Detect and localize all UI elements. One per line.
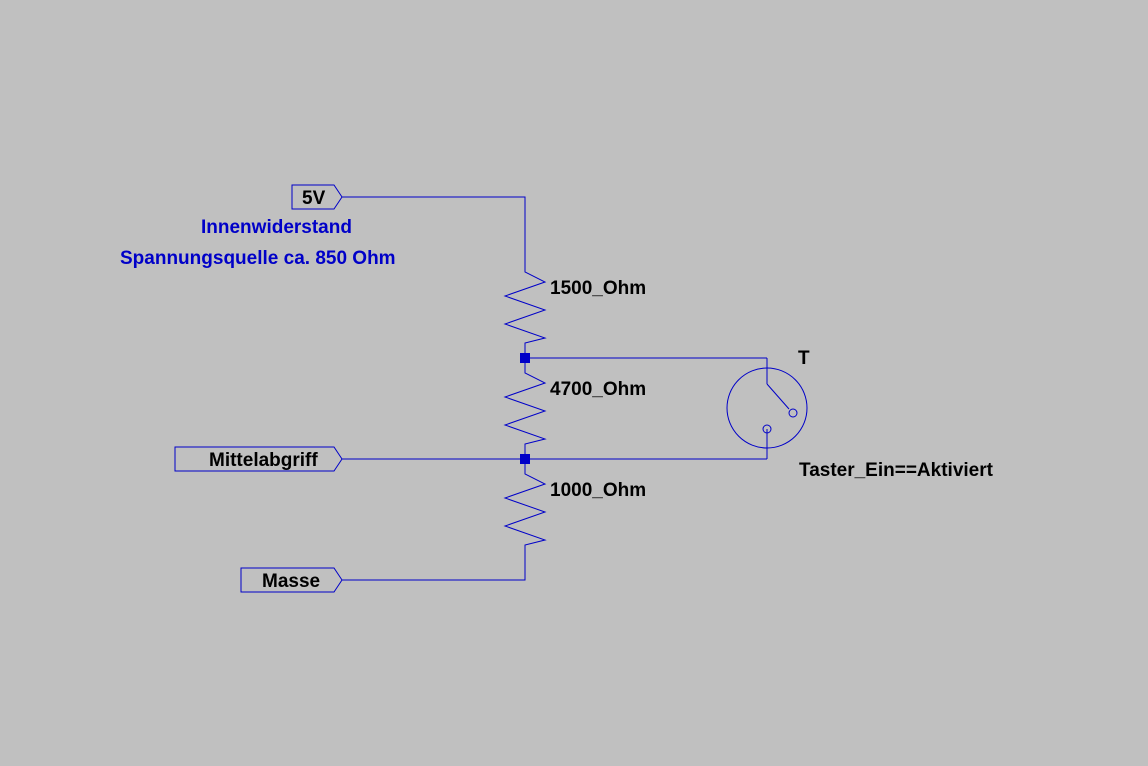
switch-contact-top bbox=[788, 408, 798, 418]
net-label-flag-icon bbox=[174, 446, 343, 472]
junction-node2 bbox=[520, 454, 530, 464]
port-mittelabgriff-label: Mittelabgriff bbox=[209, 450, 318, 471]
resistor-zigzag-icon bbox=[503, 267, 547, 358]
resistor-r1000[interactable] bbox=[503, 459, 547, 550]
net-label-flag-icon bbox=[291, 184, 343, 210]
push-button-switch-icon bbox=[726, 367, 808, 449]
wire-5v-to-r1[interactable] bbox=[342, 196, 526, 267]
wires bbox=[342, 196, 768, 581]
port-masse-label: Masse bbox=[262, 571, 320, 592]
net-label-flag-icon bbox=[240, 567, 343, 593]
comment-line-1: Innenwiderstand bbox=[201, 217, 352, 238]
port-masse[interactable]: Masse bbox=[240, 567, 343, 593]
port-mittelabgriff[interactable]: Mittelabgriff bbox=[174, 446, 343, 472]
switch-t-name: T bbox=[798, 348, 810, 369]
resistor-r1500-label: 1500_Ohm bbox=[550, 278, 646, 299]
switch-lever bbox=[766, 383, 790, 410]
comment-line-2: Spannungsquelle ca. 850 Ohm bbox=[120, 248, 396, 269]
resistor-r1500[interactable] bbox=[503, 267, 547, 358]
switch-t-model: Taster_Ein==Aktiviert bbox=[799, 460, 994, 481]
switch-t[interactable] bbox=[726, 367, 808, 449]
resistor-zigzag-icon bbox=[503, 459, 547, 550]
junction-node1 bbox=[520, 353, 530, 363]
resistor-r4700-label: 4700_Ohm bbox=[550, 379, 646, 400]
wire-r3-to-masse[interactable] bbox=[342, 550, 526, 581]
resistor-r1000-label: 1000_Ohm bbox=[550, 480, 646, 501]
resistor-r4700[interactable] bbox=[503, 358, 547, 459]
port-5v-label: 5V bbox=[302, 188, 326, 209]
switch-contact-bottom bbox=[762, 424, 772, 434]
resistor-zigzag-icon bbox=[503, 358, 547, 459]
port-5v[interactable]: 5V bbox=[291, 184, 343, 210]
